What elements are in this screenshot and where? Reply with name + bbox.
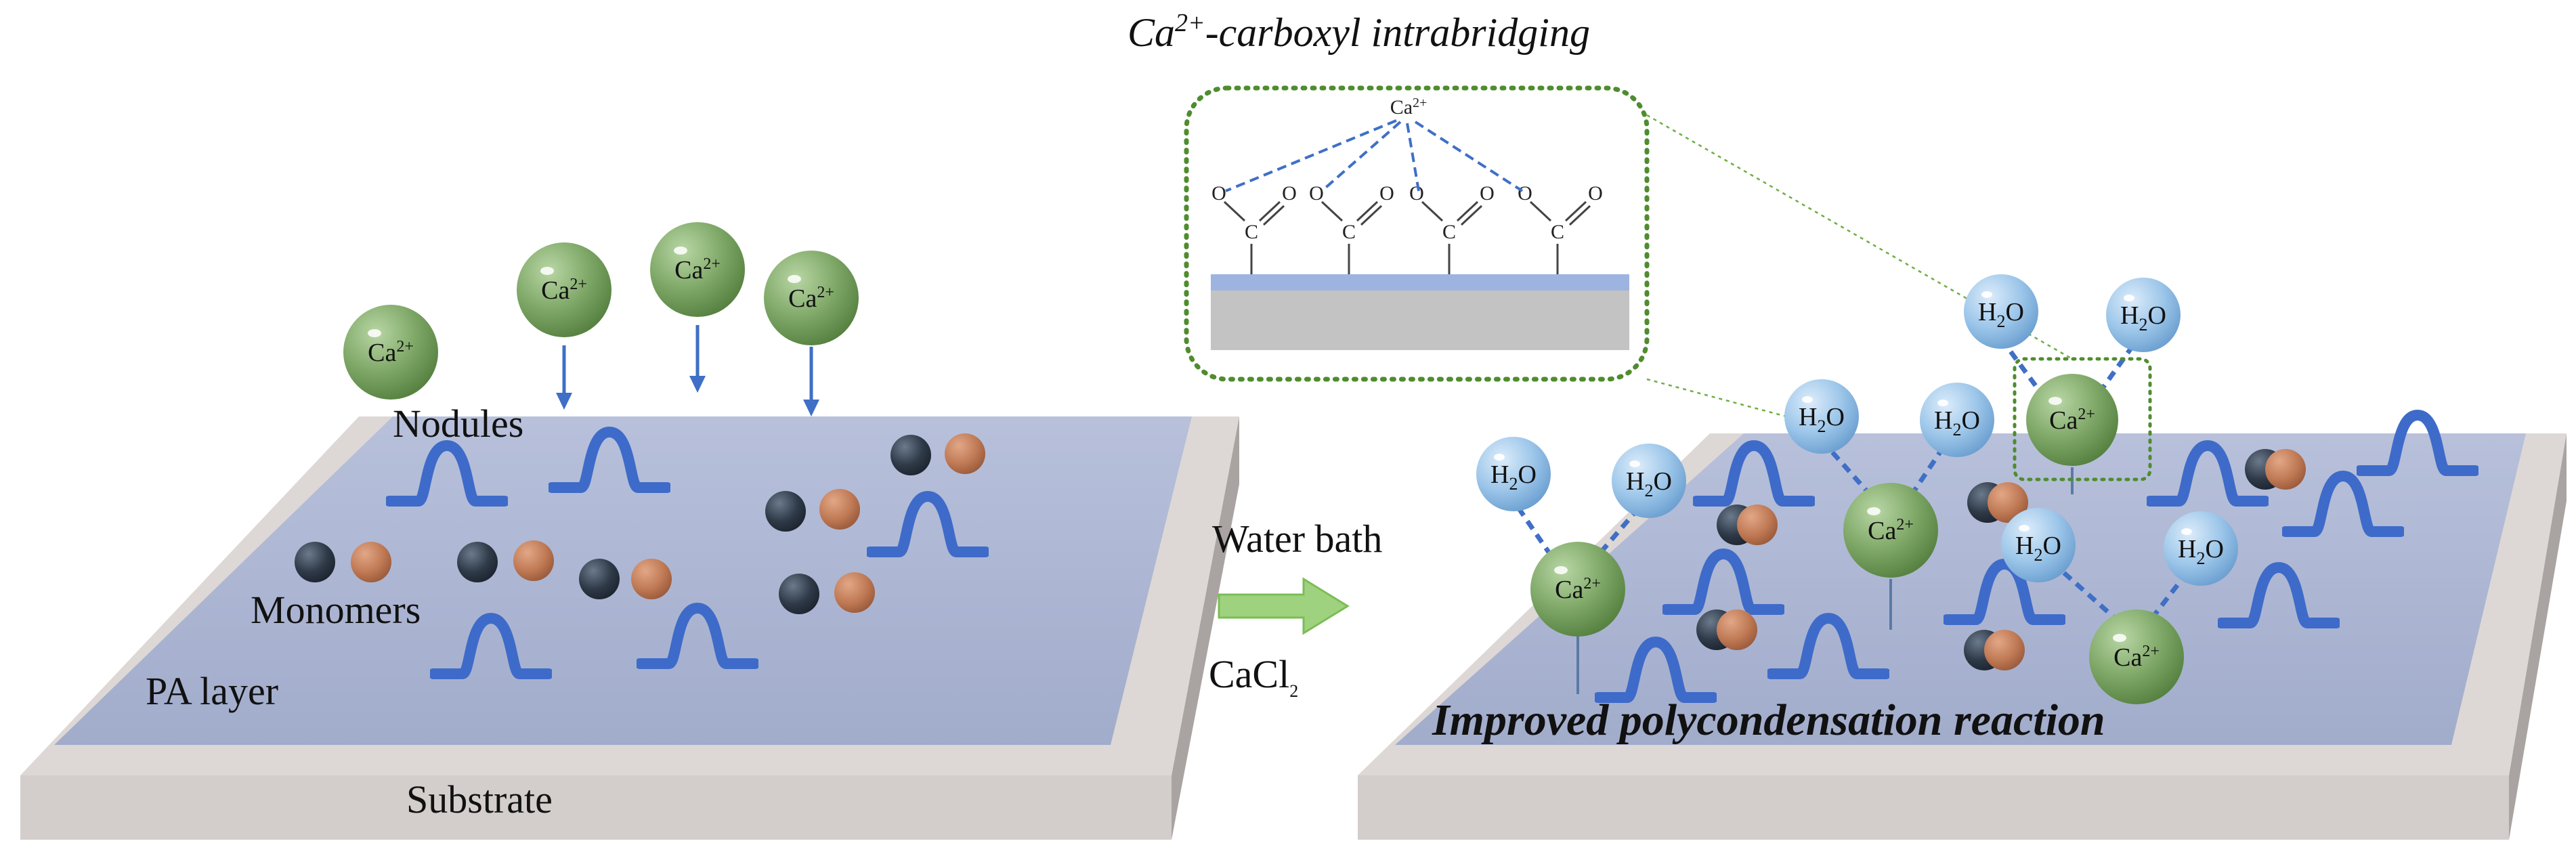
svg-text:O: O — [1518, 182, 1532, 205]
label-improved-reaction: Improved polycondensation reaction — [1432, 695, 2105, 745]
carboxyl-group: C O O — [1309, 182, 1394, 274]
svg-text:O: O — [1480, 182, 1495, 205]
carboxyl-group: C O O — [1409, 182, 1495, 274]
ca-ion: Ca2+ — [517, 242, 611, 337]
water-molecule: H2O — [1964, 274, 2038, 349]
monomer-pair — [1717, 505, 1778, 545]
monomer-pair — [1967, 482, 2028, 523]
ca-arrow — [689, 325, 706, 393]
svg-text:O: O — [1309, 182, 1324, 205]
zoom-inset: Ca2+ C O O C O O C O O — [1184, 85, 1650, 382]
svg-text:Ca2+: Ca2+ — [2113, 643, 2160, 672]
carboxyl-group: C O O — [1211, 182, 1297, 274]
coordination-bonds — [1225, 119, 1524, 192]
green-process-arrow — [1218, 577, 1350, 635]
inset-layer — [1211, 274, 1629, 291]
svg-text:Ca2+: Ca2+ — [788, 284, 834, 313]
ca-ion: Ca2+ — [2089, 609, 2184, 704]
svg-text:Ca2+: Ca2+ — [2049, 406, 2095, 435]
label-substrate: Substrate — [406, 777, 553, 821]
label-water-bath: Water bath — [1212, 517, 1382, 561]
svg-text:O: O — [1211, 182, 1226, 205]
water-molecule: H2O — [1476, 437, 1551, 511]
svg-text:Ca2+: Ca2+ — [1555, 575, 1601, 604]
svg-text:H2O: H2O — [1626, 467, 1672, 500]
ca-ion: Ca2+ — [1530, 542, 1625, 637]
process-step: Water bath CaCl2 — [1209, 517, 1382, 701]
monomer-pair — [890, 433, 985, 475]
svg-text:Ca2+: Ca2+ — [1868, 516, 1914, 545]
svg-text:C: C — [1245, 221, 1258, 243]
svg-text:O: O — [1282, 182, 1297, 205]
ca-ion: Ca2+ — [1843, 483, 1938, 578]
label-cacl2: CaCl2 — [1209, 652, 1298, 701]
right-substrate-front — [1358, 775, 2509, 840]
carboxyl-group: C O O — [1518, 182, 1603, 274]
label-monomers: Monomers — [251, 588, 421, 632]
left-membrane: Substrate PA layer Monomers Nodules — [20, 222, 1239, 840]
svg-text:H2O: H2O — [1799, 403, 1845, 436]
ca-ion: Ca2+ — [764, 251, 859, 345]
svg-text:H2O: H2O — [2178, 535, 2224, 568]
ca-ion: Ca2+ — [2026, 374, 2118, 466]
svg-text:C: C — [1442, 221, 1456, 243]
water-molecule: H2O — [1920, 383, 1994, 457]
right-substrate-side — [2509, 433, 2567, 840]
svg-text:H2O: H2O — [1934, 406, 1980, 439]
left-substrate-side — [1172, 416, 1239, 840]
svg-text:Ca2+: Ca2+ — [674, 255, 721, 284]
svg-text:Ca2+: Ca2+ — [368, 338, 414, 367]
svg-text:O: O — [1379, 182, 1394, 205]
water-molecule: H2O — [2106, 278, 2181, 352]
svg-text:H2O: H2O — [2015, 532, 2061, 565]
zoom-source-box — [2013, 357, 2152, 481]
ca-ion: Ca2+ — [650, 222, 745, 317]
svg-text:O: O — [1409, 182, 1424, 205]
svg-text:H2O: H2O — [1490, 460, 1537, 494]
right-membrane: H2O H2O H2O H2O H2O H2O — [1358, 274, 2567, 840]
label-pa-layer: PA layer — [146, 669, 278, 713]
monomer-pair — [457, 540, 554, 582]
svg-text:H2O: H2O — [1978, 298, 2024, 331]
svg-text:Ca2+: Ca2+ — [541, 276, 587, 305]
water-molecule: H2O — [1784, 379, 1859, 454]
monomer-pair — [295, 542, 391, 582]
monomer-pair — [765, 489, 860, 532]
water-molecule: H2O — [2164, 511, 2238, 586]
inset-title: Ca2+-carboxyl intrabridging — [1128, 9, 1590, 55]
ca-ion: Ca2+ — [343, 305, 438, 400]
left-substrate-front — [20, 775, 1172, 840]
water-molecule: H2O — [1612, 444, 1686, 518]
label-nodules: Nodules — [393, 402, 523, 446]
svg-text:O: O — [1588, 182, 1603, 205]
inset-substrate — [1211, 288, 1629, 350]
monomer-pair — [1696, 609, 1757, 650]
monomer-pair — [1964, 630, 2025, 670]
svg-text:C: C — [1551, 221, 1564, 243]
inset-ca-label: Ca2+ — [1390, 95, 1427, 119]
svg-text:H2O: H2O — [2120, 301, 2166, 335]
water-molecule: H2O — [2001, 508, 2076, 582]
ca-arrow — [556, 345, 572, 410]
monomer-pair — [2245, 449, 2306, 490]
monomer-pair — [579, 559, 672, 599]
monomer-pair — [779, 572, 875, 614]
left-pa-layer — [54, 416, 1192, 745]
ca-arrow — [803, 347, 819, 416]
svg-text:C: C — [1342, 221, 1356, 243]
